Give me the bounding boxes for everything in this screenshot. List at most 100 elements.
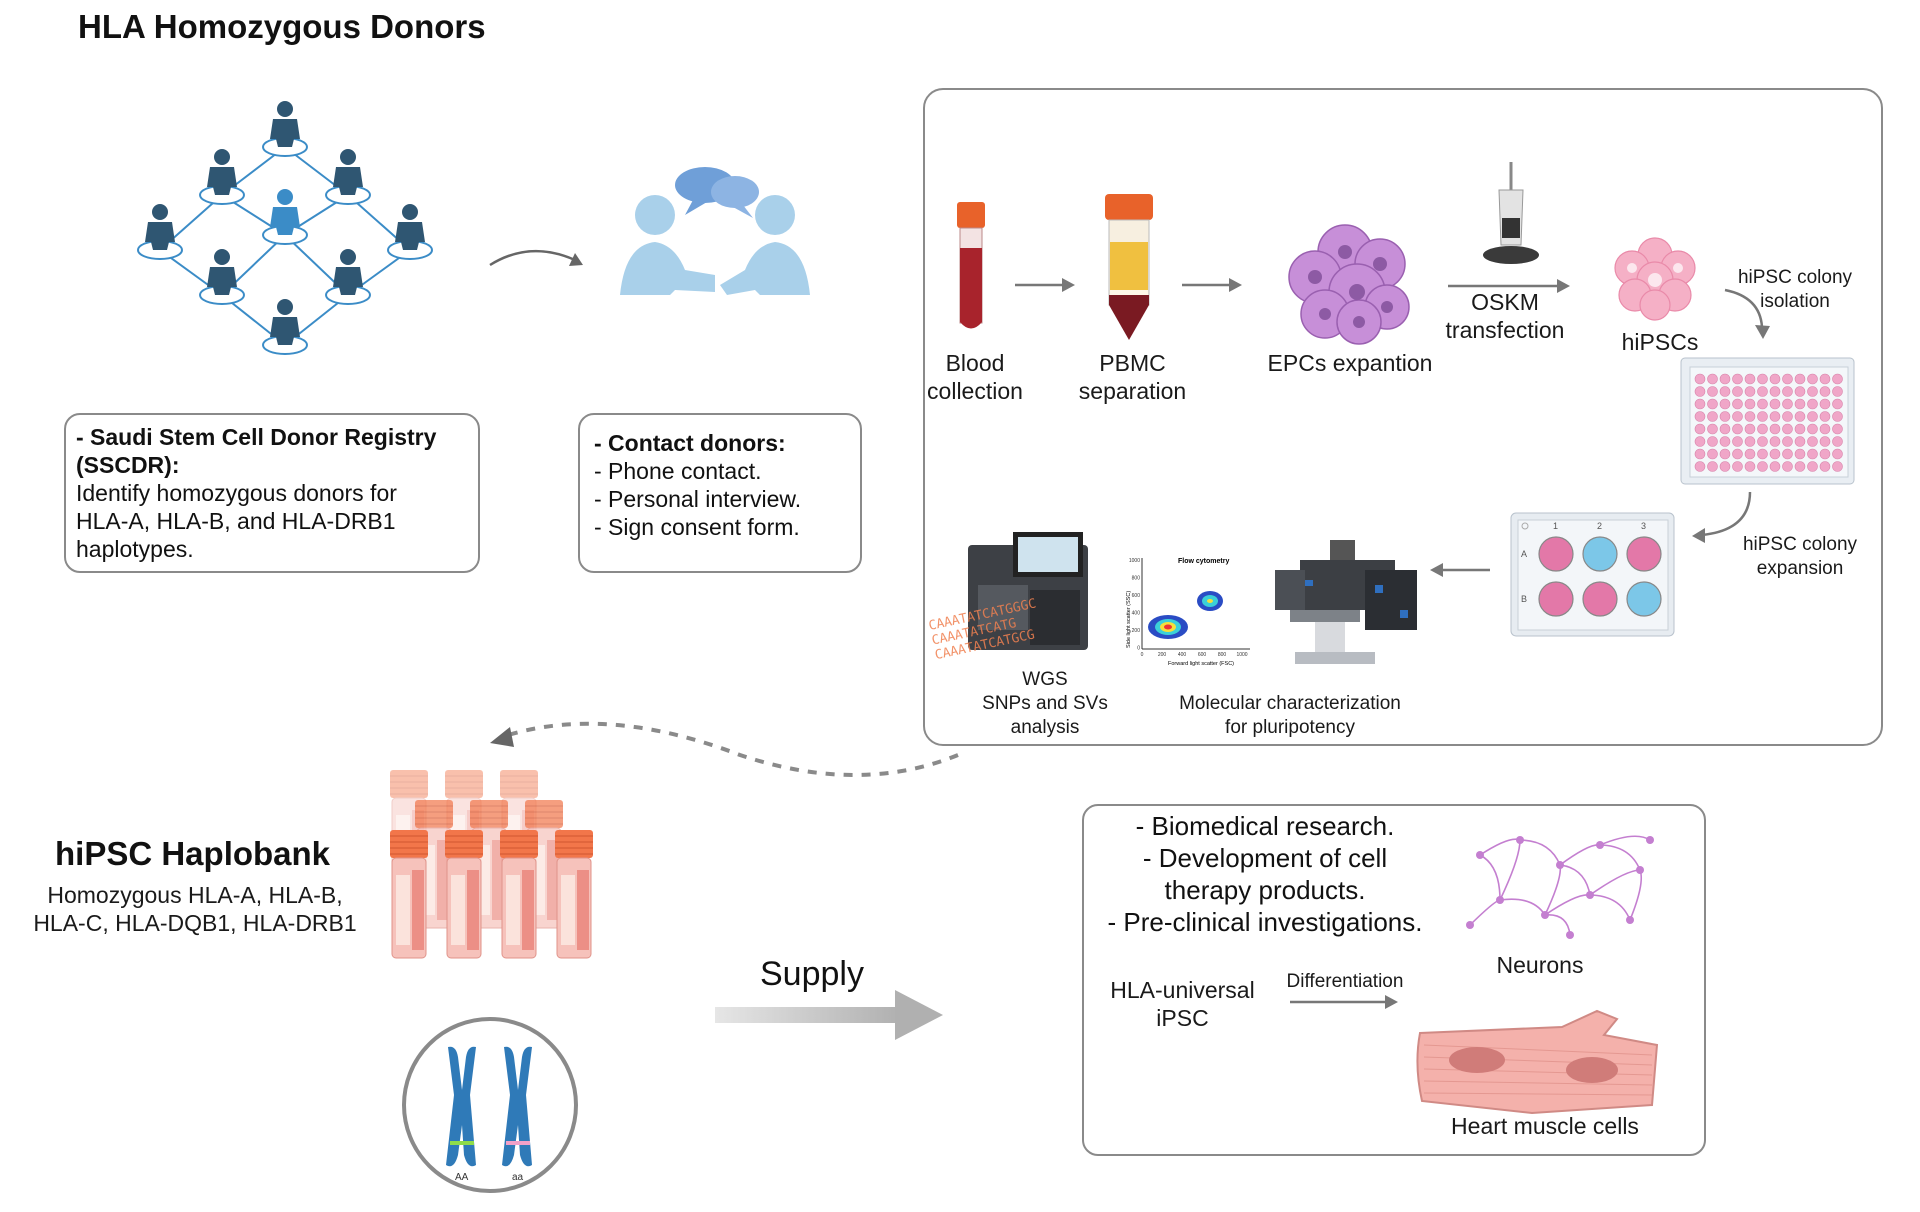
well	[1719, 386, 1731, 397]
flow-ytick: 800	[1132, 576, 1141, 582]
flow-ytick: 1000	[1129, 558, 1140, 564]
contact-title: - Contact donors:	[594, 430, 786, 456]
heart-muscle-label: Heart muscle cells	[1451, 1113, 1639, 1139]
well	[1757, 448, 1768, 460]
neuron-fiber	[1599, 835, 1651, 846]
well	[1807, 436, 1818, 447]
well	[1819, 448, 1831, 460]
well	[1807, 398, 1818, 410]
well	[1707, 423, 1718, 435]
well	[1732, 436, 1743, 447]
arrow-icon	[1182, 278, 1242, 292]
neuron-soma	[1466, 921, 1474, 929]
epcs-expansion-label: EPCs expantion	[1267, 350, 1433, 376]
curved-arrow-icon	[489, 249, 583, 267]
well	[1782, 423, 1793, 435]
neuron-fiber	[1559, 864, 1591, 896]
well	[1769, 448, 1781, 460]
blood-collection-label: Blood collection	[927, 350, 1023, 404]
well	[1794, 461, 1806, 472]
well	[1794, 386, 1806, 397]
pbmc-tube-icon	[1105, 194, 1153, 340]
vial	[500, 830, 538, 959]
well	[1794, 436, 1806, 447]
well	[1757, 423, 1768, 435]
registry-text-line: HLA-A, HLA-B, and HLA-DRB1	[76, 508, 396, 534]
arrow-icon	[1430, 563, 1490, 577]
registry-title-line: - Saudi Stem Cell Donor Registry	[76, 424, 437, 450]
neuron-fiber	[1469, 899, 1501, 926]
flow-xtick: 1000	[1236, 652, 1247, 658]
hla-universal-label: HLA-universal iPSC	[1110, 977, 1255, 1031]
neuron-soma	[1646, 836, 1654, 844]
differentiation-label: Differentiation	[1286, 971, 1404, 992]
well	[1707, 448, 1718, 460]
hipsc-cells-icon	[1614, 237, 1696, 321]
well	[1832, 423, 1843, 435]
well	[1732, 373, 1743, 385]
well	[1694, 411, 1706, 422]
epc-cells-icon	[1288, 224, 1410, 345]
microscope-icon	[1275, 540, 1417, 664]
well	[1744, 411, 1756, 422]
donor-network-icon	[137, 101, 433, 355]
well	[1832, 386, 1843, 397]
vial	[390, 830, 428, 959]
well	[1719, 423, 1731, 435]
well	[1782, 448, 1793, 460]
well	[1732, 411, 1743, 422]
well	[1819, 411, 1831, 422]
contact-item: - Sign consent form.	[594, 514, 800, 540]
neuron-fiber	[1599, 844, 1641, 871]
flow-title: Flow cytometry	[1178, 558, 1229, 565]
well	[1819, 386, 1831, 397]
well	[1832, 373, 1843, 385]
well	[1819, 398, 1831, 410]
well	[1719, 436, 1731, 447]
well	[1794, 373, 1806, 385]
well	[1732, 461, 1743, 472]
well	[1744, 386, 1756, 397]
flow-xtick: 600	[1198, 652, 1207, 658]
flow-ytick: 200	[1132, 628, 1141, 634]
arrow-icon	[1290, 995, 1398, 1009]
neurons-icon	[1466, 835, 1654, 939]
neuron-soma	[1516, 836, 1524, 844]
vial	[555, 830, 593, 959]
well	[1719, 448, 1731, 460]
well	[1744, 373, 1756, 385]
well	[1694, 386, 1706, 397]
registry-text-line: Identify homozygous donors for	[76, 480, 397, 506]
well	[1694, 398, 1706, 410]
well	[1732, 423, 1743, 435]
flow-xtick: 800	[1218, 652, 1227, 658]
haplobank-description: Homozygous HLA-A, HLA-B, HLA-C, HLA-DQB1…	[33, 882, 357, 936]
supply-arrow-icon	[715, 990, 943, 1040]
well	[1769, 386, 1781, 397]
well	[1757, 436, 1768, 447]
applications-list: - Biomedical research. - Development of …	[1107, 811, 1423, 937]
well	[1732, 386, 1743, 397]
well	[1782, 436, 1793, 447]
neuron-soma	[1566, 931, 1574, 939]
plate-col-label: 3	[1641, 521, 1646, 531]
well	[1694, 461, 1706, 472]
person-icon	[207, 149, 237, 195]
well	[1782, 411, 1793, 422]
person-icon	[207, 249, 237, 295]
well	[1744, 398, 1756, 410]
well	[1794, 448, 1806, 460]
well	[1707, 411, 1718, 422]
well	[1832, 411, 1843, 422]
hipscs-label: hiPSCs	[1621, 329, 1699, 355]
colony-isolation-label: hiPSC colony isolation	[1737, 267, 1853, 312]
well	[1694, 373, 1706, 385]
neuron-soma	[1586, 891, 1594, 899]
neuron-fiber	[1479, 854, 1501, 901]
heart-muscle-icon	[1416, 1009, 1659, 1115]
well-plate-6-icon: 1 2 3 A B	[1510, 512, 1675, 637]
plate-row-label: B	[1521, 594, 1527, 604]
well	[1694, 436, 1706, 447]
supply-label: Supply	[760, 955, 864, 993]
haplobank-title: hiPSC Haplobank	[55, 835, 331, 872]
